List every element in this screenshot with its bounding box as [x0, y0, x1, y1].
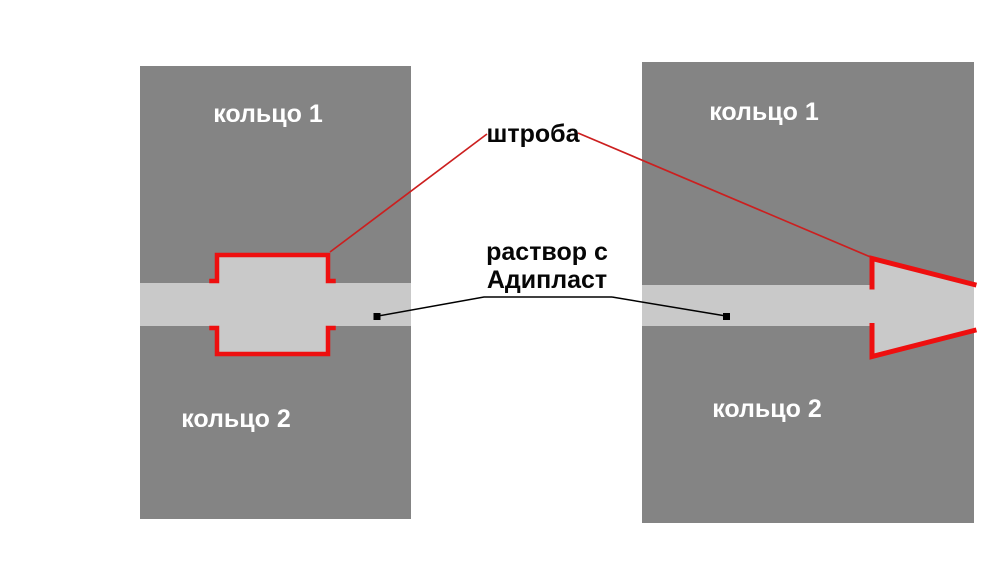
left-ring2-label: кольцо 2: [181, 405, 291, 433]
left-groove-fill: [215, 255, 330, 354]
groove-callout: штроба: [329, 120, 871, 258]
left-groove-outline-bottom: [209, 325, 336, 357]
right-assembly: кольцо 1 кольцо 2: [642, 62, 978, 523]
mortar-marker-left: [373, 313, 381, 320]
mortar-marker-right: [723, 313, 730, 320]
right-joint-band: [642, 285, 874, 326]
mortar-callout: раствор с Адипласт: [373, 238, 730, 320]
groove-leader-right: [577, 132, 871, 258]
mortar-leader-left: [377, 296, 612, 317]
right-ring1-label: кольцо 1: [709, 98, 819, 126]
left-assembly: кольцо 1 кольцо 2: [140, 66, 411, 519]
left-groove-outline-top: [209, 252, 336, 284]
mortar-leader-right: [611, 296, 727, 317]
mortar-label-line2: Адипласт: [487, 266, 607, 294]
left-ring1-label: кольцо 1: [213, 100, 323, 128]
groove-label: штроба: [487, 120, 581, 148]
right-groove-fill: [872, 258, 974, 357]
mortar-label-line1: раствор с: [486, 238, 608, 266]
right-ring2-label: кольцо 2: [712, 395, 822, 423]
right-groove-outline-bottom: [869, 323, 978, 360]
right-groove-outline-top: [869, 255, 978, 290]
groove-leader-left: [329, 133, 488, 253]
